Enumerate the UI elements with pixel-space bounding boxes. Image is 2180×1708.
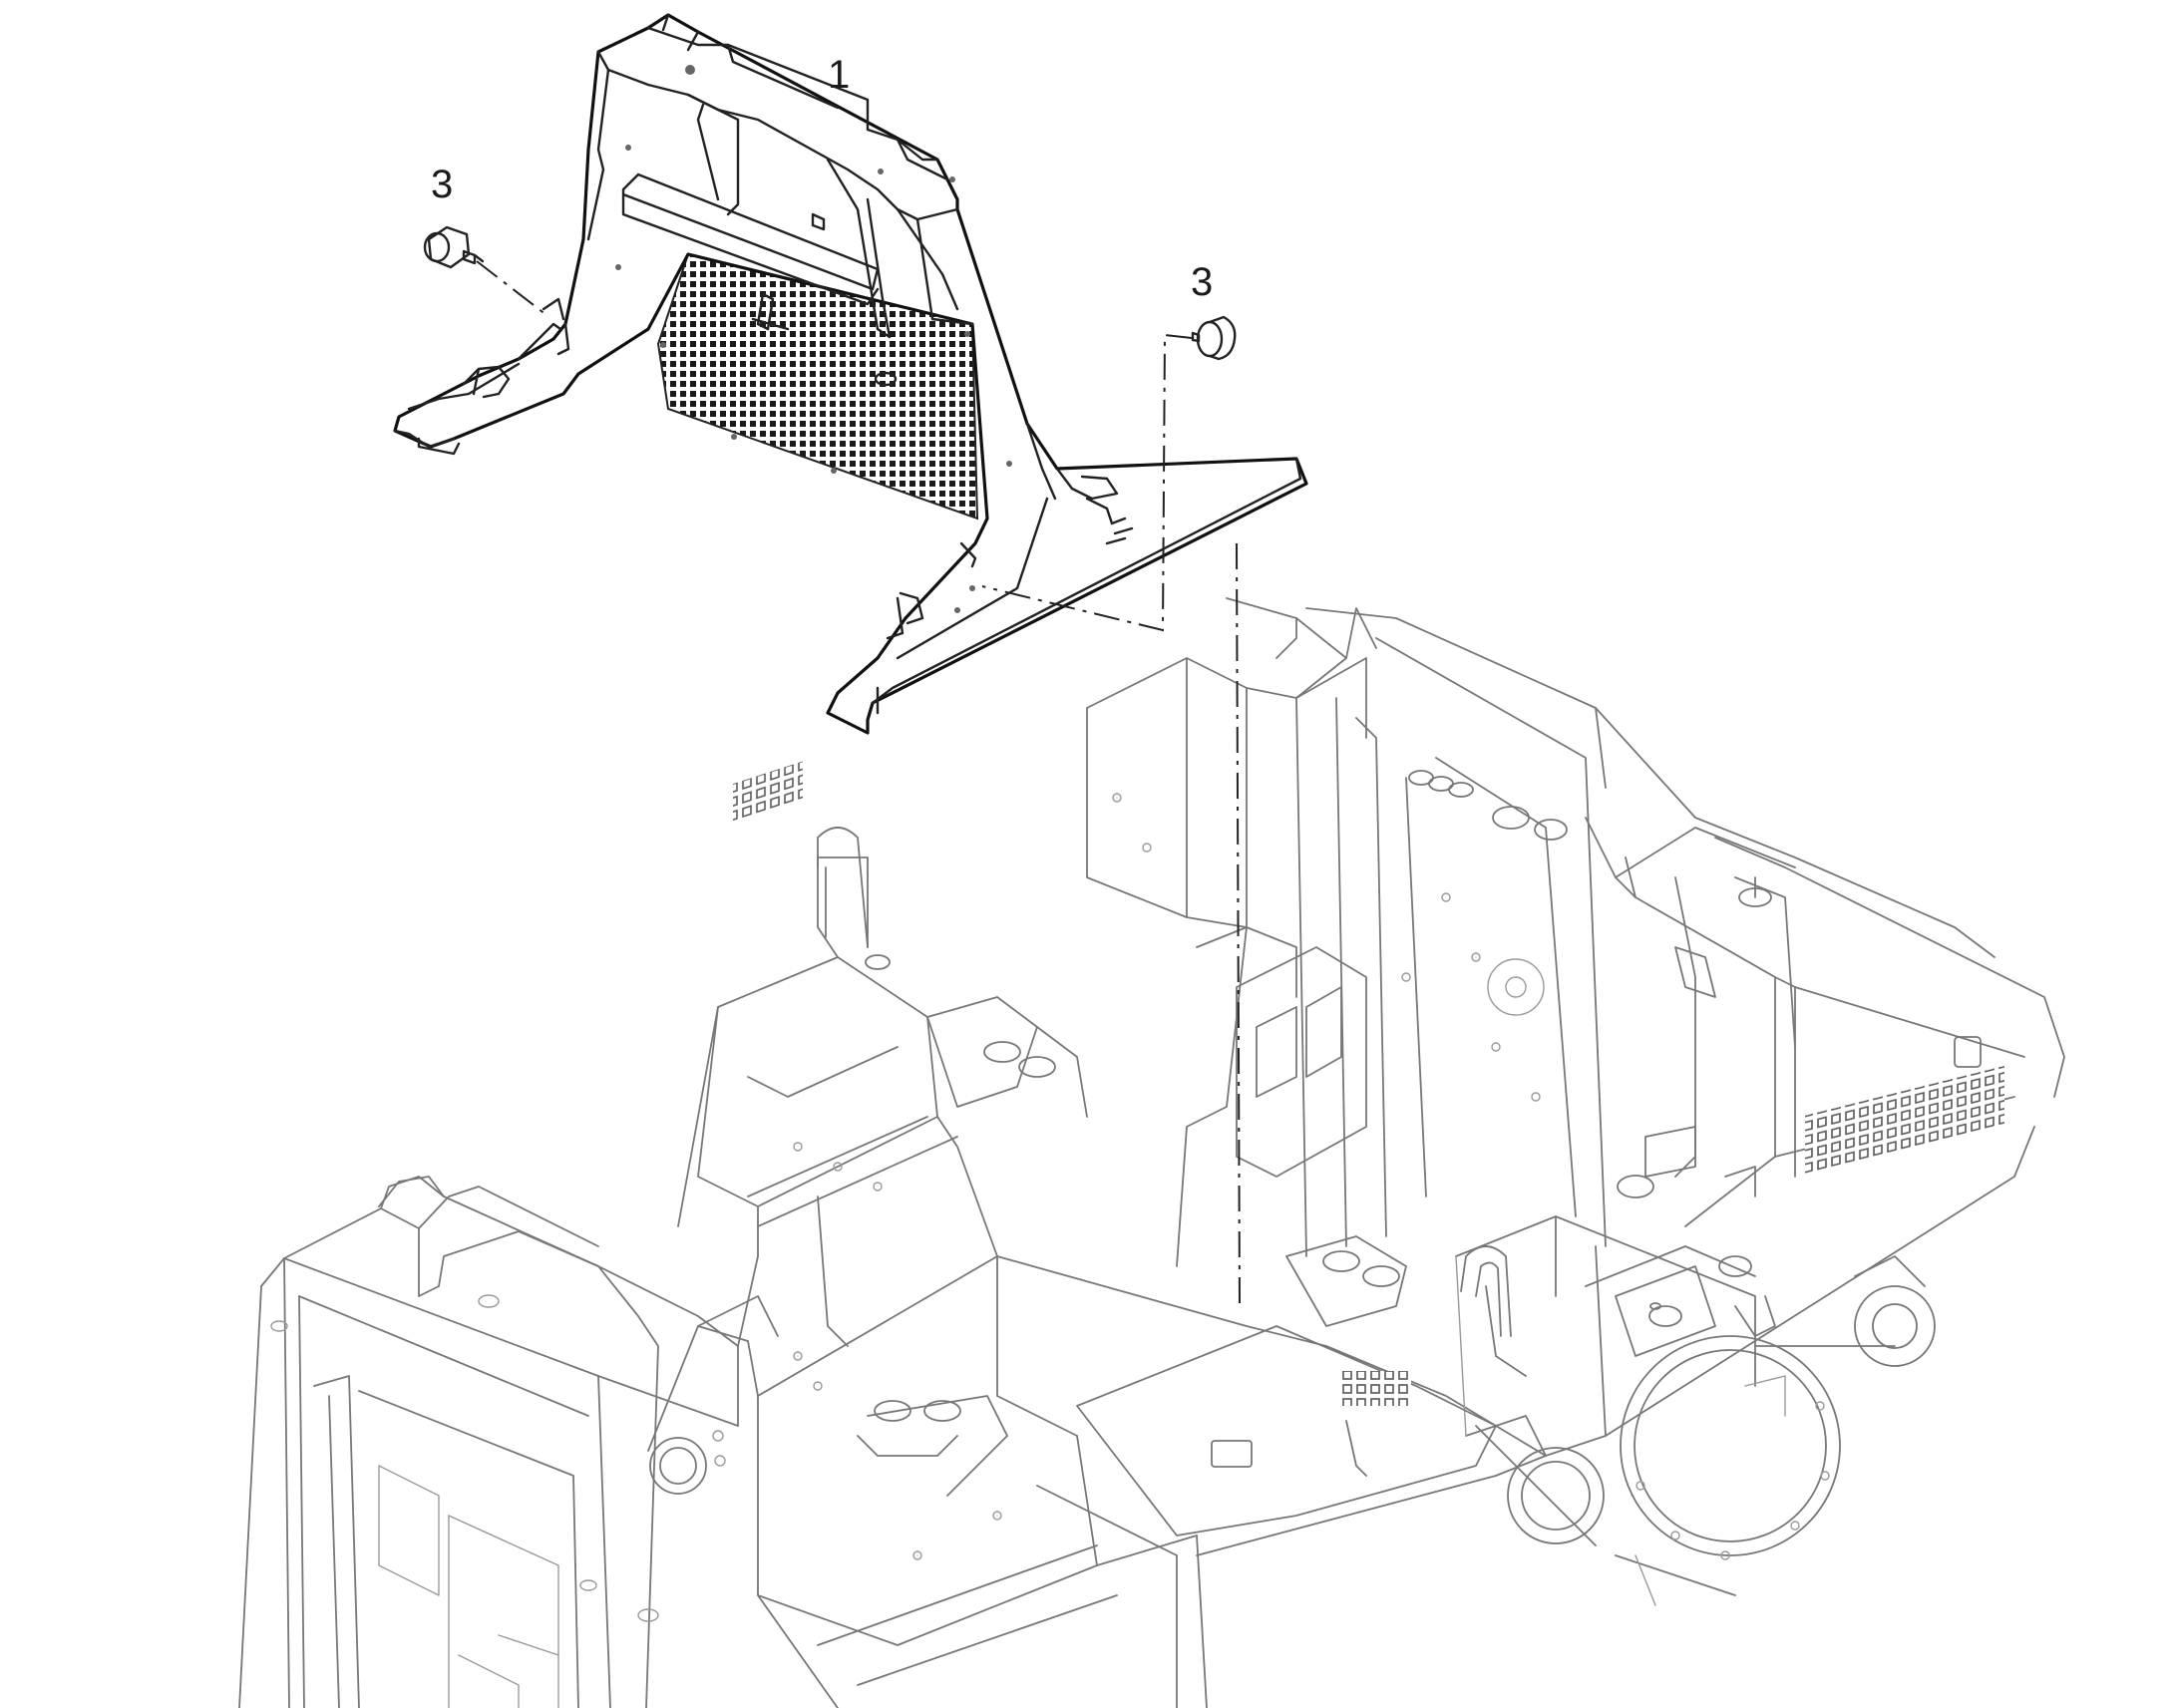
callout-part-3-right: 3 [1191,260,1213,304]
machine-frame-background [238,597,2065,1708]
rear-hub [1196,1126,2035,1606]
assembly-line-right-knob [981,333,1193,632]
assembly-line-left-knob [476,260,547,316]
central-chassis [757,1255,1547,1708]
vent-grid-lower [1341,1371,1411,1406]
vent-grid-left [733,761,803,825]
part-3-knob-right [1191,315,1237,361]
callout-part-3-left: 3 [431,163,453,206]
cylinder-cluster [926,996,1407,1327]
upper-housing [1086,597,1607,1267]
callout-part-1: 1 [828,53,850,97]
part-1-bracket [393,13,1308,735]
handrails [817,827,1512,1337]
part-3-knob-left [423,225,485,269]
pivot-arm [378,1176,779,1495]
left-housing [677,761,998,1347]
callouts: 1 3 3 [431,53,1213,304]
lower-ribbed-panel [1076,1325,1497,1537]
right-hood [1305,607,2065,1227]
assembly-lines [476,260,1241,1305]
vent-grid-right [1805,1065,2004,1176]
cab-frame [238,1176,659,1708]
assembly-line-vertical [1236,542,1241,1305]
